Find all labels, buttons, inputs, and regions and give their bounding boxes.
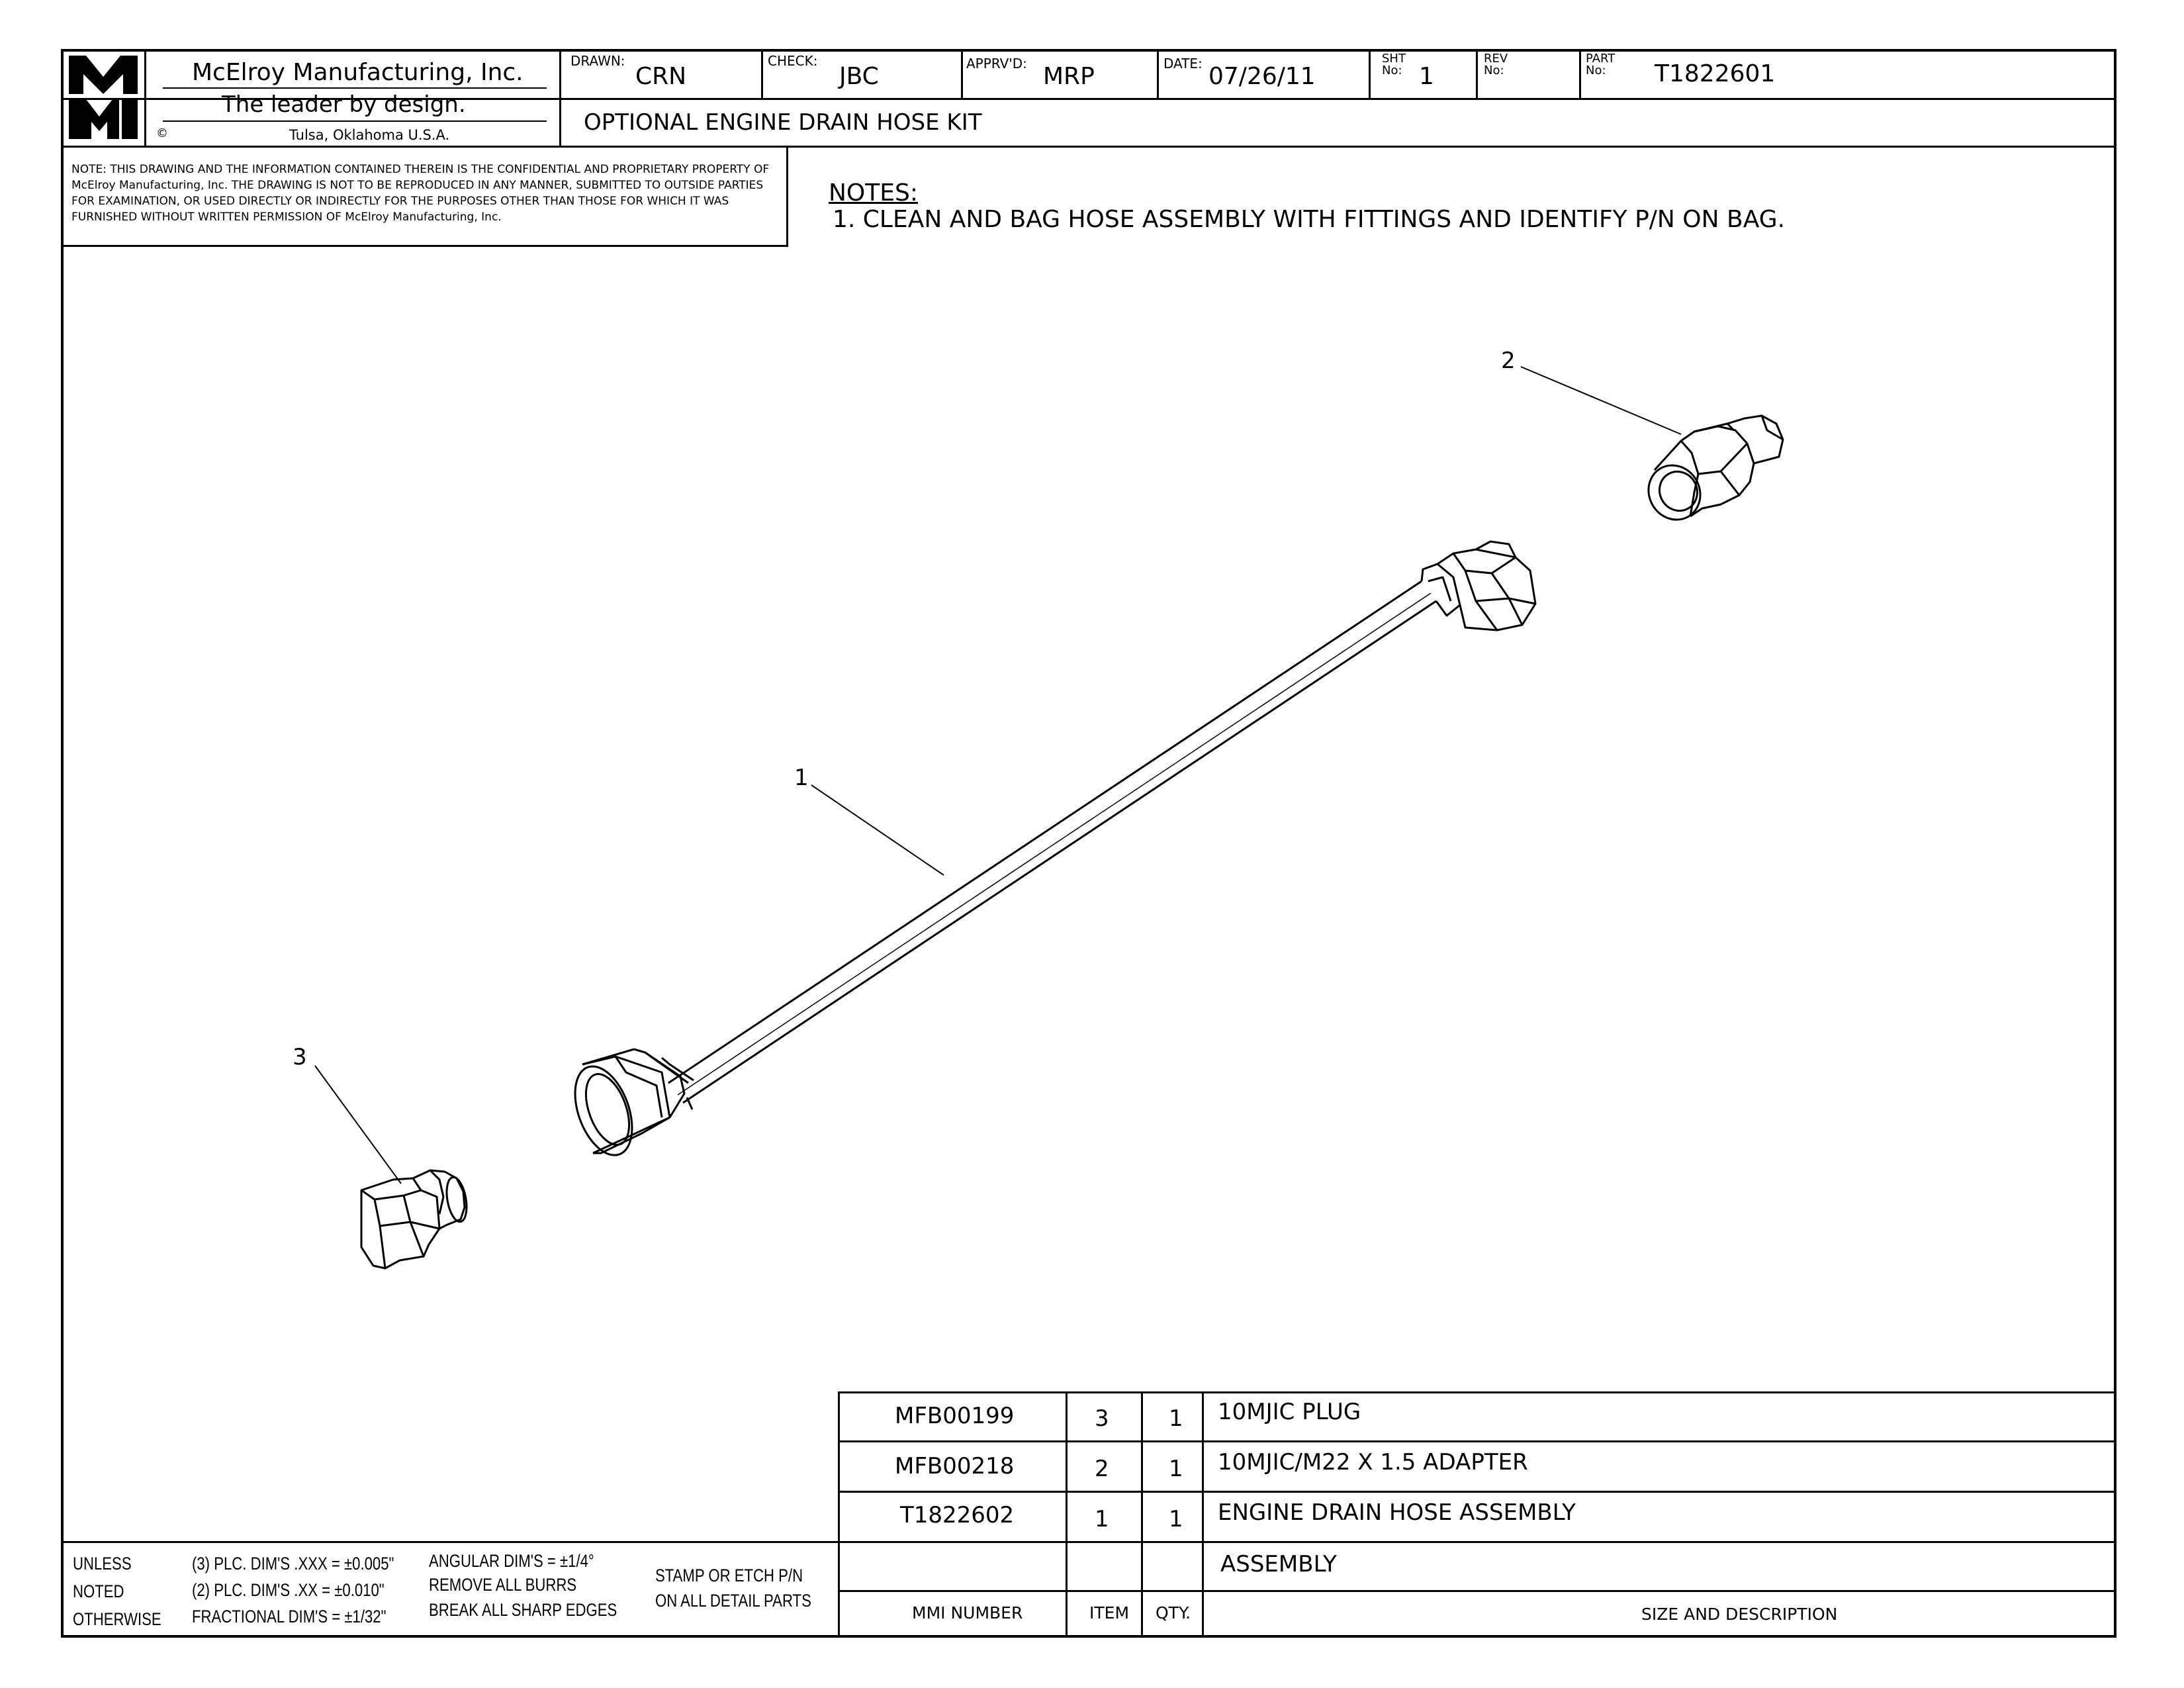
slogan-underline — [163, 120, 547, 122]
company-slogan: The leader by design. — [222, 91, 466, 118]
balloon-2: 2 — [1501, 348, 1516, 374]
copyright-mark: © — [156, 126, 168, 140]
apprvd-label: APPRV'D: — [966, 56, 1027, 71]
tol-three-plc: (3) PLC. DIM'S .XXX = ±0.005" — [192, 1554, 394, 1573]
bom-row-2-description: 10MJIC/M22 X 1.5 ADAPTER — [1218, 1449, 1528, 1476]
tol-edges: BREAK ALL SHARP EDGES — [429, 1600, 617, 1620]
drawn-value: CRN — [635, 63, 687, 90]
mmi-logo — [69, 56, 138, 139]
note-item-1: 1. CLEAN AND BAG HOSE ASSEMBLY WITH FITT… — [833, 206, 1786, 233]
bom-row-2-qty: 1 — [1169, 1456, 1183, 1482]
part-label-2: No: — [1586, 64, 1606, 77]
date-value: 07/26/11 — [1208, 63, 1316, 90]
date-label: DATE: — [1163, 56, 1203, 71]
hose-end-fitting-upper — [1420, 540, 1537, 632]
hose-end-fitting-lower — [574, 1048, 694, 1156]
bom-row-3-mmi-number: T1822602 — [900, 1502, 1015, 1528]
tol-burrs: REMOVE ALL BURRS — [429, 1575, 577, 1595]
note-box-right — [786, 146, 788, 247]
drawing-frame — [61, 49, 2116, 1638]
tol-unless: UNLESS — [73, 1554, 132, 1573]
cell-divider-2 — [961, 49, 963, 99]
balloon-1: 1 — [794, 765, 809, 791]
title-block-bottom — [61, 146, 2116, 148]
drawn-label: DRAWN: — [570, 53, 625, 69]
tol-noted: NOTED — [73, 1581, 124, 1601]
leader-1 — [811, 784, 944, 876]
balloon-3: 3 — [293, 1044, 307, 1070]
bom-header-qty: QTY. — [1156, 1603, 1191, 1622]
part-label-1: PART — [1586, 52, 1615, 66]
bom-row-1-item: 3 — [1095, 1405, 1109, 1432]
check-label: CHECK: — [768, 53, 818, 69]
confidential-note: NOTE: THIS DRAWING AND THE INFORMATION C… — [71, 163, 770, 224]
company-location: Tulsa, Oklahoma U.S.A. — [289, 127, 450, 143]
company-underline — [163, 87, 547, 89]
tol-stamp-1: STAMP OR ETCH P/N — [655, 1566, 803, 1585]
hose-body — [668, 580, 1437, 1104]
tol-otherwise: OTHERWISE — [73, 1609, 161, 1629]
cell-divider-1 — [761, 49, 763, 99]
cell-divider-3 — [1157, 49, 1159, 99]
company-name: McElroy Manufacturing, Inc. — [192, 59, 523, 86]
part-number: T1822601 — [1655, 60, 1776, 87]
leader-3 — [314, 1065, 402, 1184]
notes-heading: NOTES: — [829, 179, 918, 207]
rev-label-1: REV — [1484, 52, 1508, 66]
bom-header-item: ITEM — [1089, 1603, 1130, 1622]
logo-divider — [144, 49, 146, 147]
plug-fitting — [360, 1169, 468, 1270]
drawing-title: OPTIONAL ENGINE DRAIN HOSE KIT — [584, 109, 982, 136]
bom-row-1-mmi-number: MFB00199 — [895, 1403, 1015, 1429]
cell-divider-4 — [1369, 49, 1371, 99]
tol-angular: ANGULAR DIM'S = ±1/4° — [429, 1551, 594, 1571]
rev-label-2: No: — [1484, 64, 1504, 77]
bom-row-3-description: ENGINE DRAIN HOSE ASSEMBLY — [1218, 1499, 1576, 1526]
bom-header-description: SIZE AND DESCRIPTION — [1641, 1605, 1838, 1624]
bom-row-1-qty: 1 — [1169, 1405, 1183, 1432]
tol-fractional: FRACTIONAL DIM'S = ±1/32" — [192, 1607, 387, 1626]
bom-header-mmi-number: MMI NUMBER — [912, 1603, 1023, 1622]
sht-label-2: No: — [1382, 64, 1402, 77]
bom-row-4-description: ASSEMBLY — [1220, 1551, 1337, 1577]
sht-label-1: SHT — [1382, 52, 1406, 66]
leader-2 — [1520, 366, 1682, 435]
tol-stamp-2: ON ALL DETAIL PARTS — [655, 1591, 811, 1611]
adapter-fitting — [1647, 414, 1784, 521]
cell-divider-6 — [1579, 49, 1581, 99]
apprvd-value: MRP — [1043, 63, 1095, 90]
note-box-bottom — [61, 245, 788, 247]
bom-row-2-item: 2 — [1095, 1456, 1109, 1482]
bom-row-3-item: 1 — [1095, 1506, 1109, 1532]
check-value: JBC — [839, 63, 879, 90]
tol-two-plc: (2) PLC. DIM'S .XX = ±0.010" — [192, 1580, 385, 1600]
sht-value: 1 — [1419, 63, 1434, 90]
bom-row-1-description: 10MJIC PLUG — [1218, 1399, 1361, 1425]
company-divider — [559, 49, 561, 147]
title-block-divider — [61, 98, 2116, 100]
bom-row-2-mmi-number: MFB00218 — [895, 1453, 1015, 1479]
bom-row-3-qty: 1 — [1169, 1506, 1183, 1532]
cell-divider-5 — [1476, 49, 1478, 99]
